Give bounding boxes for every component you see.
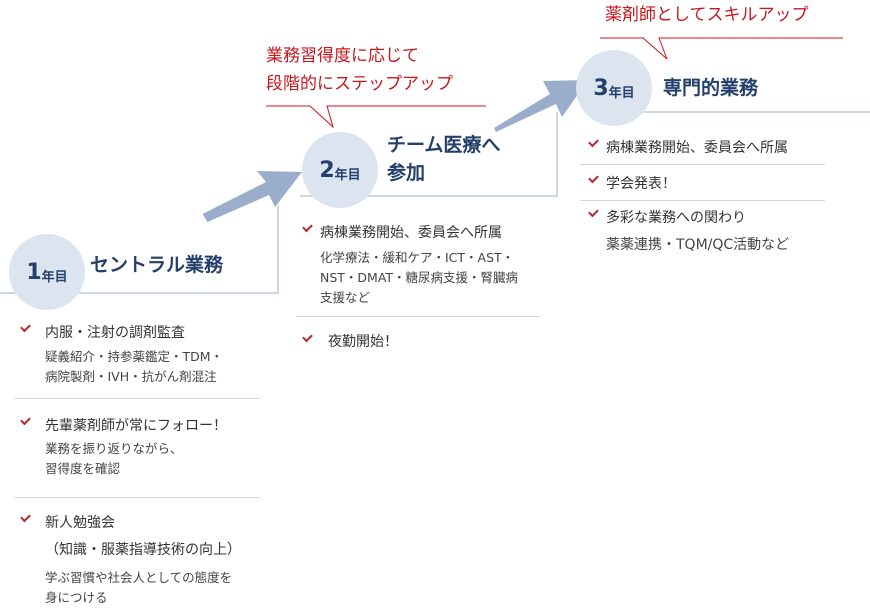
year-number: 3: [593, 75, 609, 101]
year-unit: 年目: [41, 269, 68, 285]
step1-outline: [0, 205, 279, 294]
year-number: 2: [319, 157, 335, 183]
arrow-icon-step1-to-2: [202, 171, 302, 222]
detail-line: 身につける: [45, 590, 108, 605]
detail-line: 習得度を確認: [45, 461, 121, 476]
divider: [15, 398, 260, 399]
bubble1-underline: [266, 105, 486, 129]
list-item-title: 学会発表！: [606, 176, 676, 192]
year-unit: 年目: [608, 85, 635, 101]
detail-line: 業務を振り返りながら、: [45, 441, 183, 456]
list-item-title: 内服・注射の調剤監査: [45, 325, 185, 341]
step-title: チーム医療へ 参加: [387, 131, 500, 187]
list-item-title: 病棟業務開始、委員会へ所属: [320, 225, 502, 241]
list-item-title: 新人勉強会: [45, 515, 115, 531]
speech-bubble-skillup: 薬剤師としてスキルアップ: [605, 1, 809, 29]
list-item-detail: 薬薬連携・TQM/QC活動など: [606, 237, 790, 253]
list-item-title: 先輩薬剤師が常にフォロー！: [45, 418, 227, 434]
list-item-detail: 化学療法・緩和ケア・ICT・AST・ NST・DMAT・糖尿病支援・腎臓病 支援…: [320, 248, 518, 308]
step-title: セントラル業務: [90, 254, 224, 276]
list-item-detail: 疑義紹介・持参薬鑑定・TDM・ 病院製剤・IVH・抗がん剤混注: [45, 347, 223, 387]
bubble-line: 段階的にステップアップ: [266, 74, 453, 94]
arrow-icon-step2-to-3: [494, 80, 588, 132]
bubble-line: 業務習得度に応じて: [266, 46, 419, 66]
divider: [296, 316, 540, 317]
bubble2-underline: [600, 37, 843, 60]
title-line: チーム医療へ: [387, 134, 501, 156]
year-unit: 年目: [334, 167, 361, 183]
step-title: 専門的業務: [663, 77, 759, 99]
detail-line: 学ぶ習慣や社会人としての態度を: [45, 570, 233, 585]
list-item-title: 多彩な業務への関わり: [606, 210, 746, 226]
divider: [15, 497, 260, 498]
title-line: 参加: [387, 162, 426, 184]
detail-line: 病院製剤・IVH・抗がん剤混注: [45, 369, 217, 384]
speech-bubble-stepup: 業務習得度に応じて 段階的にステップアップ: [266, 42, 453, 98]
step2-outline: [300, 112, 558, 197]
bubble-line: 薬剤師としてスキルアップ: [605, 5, 809, 25]
list-item-title: 病棟業務開始、委員会へ所属: [606, 140, 788, 156]
detail-line: NST・DMAT・糖尿病支援・腎臓病: [320, 270, 519, 285]
year-number: 1: [26, 259, 42, 285]
divider: [580, 164, 825, 165]
detail-line: 支援など: [320, 290, 371, 305]
list-item-title-sub: （知識・服薬指導技術の向上）: [45, 542, 241, 558]
detail-line: 化学療法・緩和ケア・ICT・AST・: [320, 250, 515, 265]
detail-line: 疑義紹介・持参薬鑑定・TDM・: [45, 349, 224, 364]
divider: [580, 200, 825, 201]
list-item-detail: 業務を振り返りながら、 習得度を確認: [45, 439, 183, 479]
list-item-detail: 学ぶ習慣や社会人としての態度を 身につける: [45, 568, 232, 608]
list-item-title: 夜勤開始！: [328, 334, 398, 350]
